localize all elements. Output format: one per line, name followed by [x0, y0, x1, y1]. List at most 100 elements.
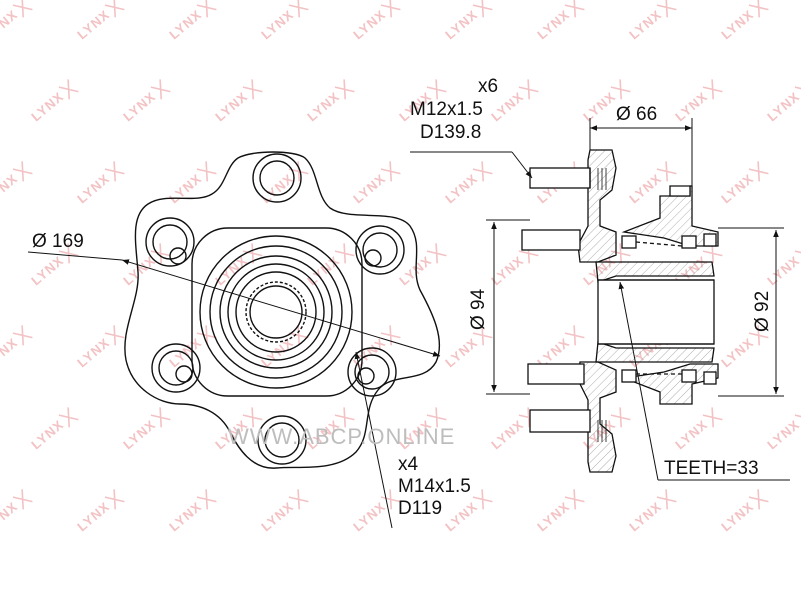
watermark-mark: LYNX	[0, 161, 33, 207]
rollers-upper	[621, 233, 717, 249]
watermark-mark: LYNX	[442, 0, 493, 43]
watermark-mark: LYNX	[0, 325, 33, 371]
watermark-star-icon	[288, 489, 309, 510]
watermark-mark: LYNX	[212, 79, 263, 125]
watermark-star-icon	[104, 489, 125, 510]
watermark-text: LYNX	[764, 253, 801, 289]
watermark-text: LYNX	[258, 7, 296, 43]
mount-bolts-pcd: D119	[398, 498, 442, 519]
watermark-mark: LYNX	[672, 407, 723, 453]
wheel-studs-leader: x6 M12x1.5 D139.8	[410, 76, 533, 179]
watermark-star-icon	[702, 79, 723, 100]
section-flange-upper	[577, 149, 617, 263]
watermark-star-icon	[380, 489, 401, 510]
flange-outline	[124, 151, 441, 469]
watermark-star-icon	[380, 161, 401, 182]
watermark-mark: LYNX	[28, 407, 79, 453]
watermark-star-icon	[610, 407, 631, 428]
watermark-text: LYNX	[0, 7, 21, 43]
outer-diameter-right-dimension: Ø 92	[718, 227, 784, 397]
watermark-text: LYNX	[212, 89, 250, 125]
watermark-mark: LYNX	[718, 0, 769, 43]
watermark-star-icon	[104, 161, 125, 182]
watermark-text: LYNX	[672, 417, 710, 453]
watermark-text: LYNX	[304, 89, 342, 125]
watermark-text: LYNX	[0, 171, 21, 207]
watermark-mark: LYNX	[28, 79, 79, 125]
watermark-text: LYNX	[0, 335, 21, 371]
watermark-text: LYNX	[442, 499, 480, 535]
watermark-mark: LYNX	[626, 489, 677, 535]
outer-diameter-right-label: Ø 92	[752, 291, 773, 332]
watermark-text: LYNX	[764, 417, 801, 453]
watermark-mark: LYNX	[534, 0, 585, 43]
watermark-text: LYNX	[442, 171, 480, 207]
wheel-studs-count: x6	[478, 76, 498, 97]
flange-hole-top	[252, 153, 302, 203]
watermark-mark: LYNX	[764, 79, 801, 125]
watermark-mark: LYNX	[74, 0, 125, 42]
watermark-mark: LYNX	[166, 161, 217, 206]
watermark-text: LYNX	[764, 89, 801, 125]
watermark-star-icon	[748, 489, 769, 510]
hub-section-view	[521, 149, 719, 473]
watermark-mark: LYNX	[74, 489, 125, 535]
watermark-star-icon	[472, 161, 493, 182]
watermark-text: LYNX	[488, 417, 526, 453]
watermark-star-icon	[12, 325, 33, 346]
watermark-mark: LYNX	[626, 0, 677, 43]
watermark-star-icon	[196, 161, 217, 182]
watermark-text: LYNX	[442, 7, 480, 43]
watermark-star-icon	[334, 79, 355, 100]
watermark-star-icon	[656, 161, 677, 182]
watermark-mark: LYNX	[304, 79, 355, 125]
watermark-star-icon	[104, 325, 125, 346]
watermark-star-icon	[472, 325, 493, 346]
spline-bore	[245, 281, 307, 343]
watermark-star-icon	[748, 0, 769, 18]
watermark-text: LYNX	[350, 7, 388, 43]
watermark-star-icon	[58, 243, 79, 264]
site-watermark: WWW.ABCP.ONLINE	[228, 424, 455, 449]
watermark-mark: LYNX	[212, 243, 263, 288]
watermark-star-icon	[334, 407, 355, 428]
mount-bolts-count: x4	[398, 454, 419, 475]
watermark-star-icon	[196, 489, 217, 510]
watermark-text: LYNX	[258, 499, 296, 535]
watermark-star-icon	[656, 489, 677, 510]
watermark-text: LYNX	[580, 89, 618, 125]
watermark-text: LYNX	[718, 171, 756, 207]
watermark-star-icon	[794, 79, 801, 100]
watermark-star-icon	[150, 407, 171, 428]
watermark-mark: LYNX	[718, 489, 769, 535]
watermark-text: LYNX	[120, 417, 158, 453]
watermark-mark: LYNX	[258, 325, 309, 370]
watermark-mark: LYNX	[120, 407, 171, 453]
stud-threads	[597, 168, 607, 442]
watermark-mark: LYNX	[442, 161, 493, 207]
watermark-text: LYNX	[74, 499, 112, 535]
watermark-text: LYNX	[718, 499, 756, 535]
watermark-mark: LYNX	[304, 243, 355, 288]
watermark-text: LYNX	[626, 7, 664, 43]
watermark-text: LYNX	[718, 7, 756, 43]
watermark-text: LYNX	[166, 7, 204, 43]
watermark-text: LYNX	[350, 499, 388, 535]
watermark-mark: LYNX	[258, 489, 309, 535]
watermark-mark: LYNX	[350, 0, 401, 43]
watermark-text: LYNX	[28, 253, 66, 289]
watermark-text: LYNX	[672, 89, 710, 125]
watermark-mark: LYNX	[120, 243, 171, 288]
flange-diameter-dimension: Ø 169	[27, 231, 441, 357]
watermark-mark: LYNX	[74, 325, 125, 370]
watermark-mark: LYNX	[534, 489, 585, 534]
watermark-text: LYNX	[442, 335, 480, 371]
watermark-text: LYNX	[626, 499, 664, 535]
flange-hole-bottom	[257, 415, 307, 465]
watermark-text: LYNX	[534, 7, 572, 43]
watermark-star-icon	[518, 79, 539, 100]
watermark-text: LYNX	[28, 417, 66, 453]
watermark-text: LYNX	[28, 89, 66, 125]
watermark-star-icon	[150, 79, 171, 100]
spline-bore-section	[597, 279, 715, 345]
